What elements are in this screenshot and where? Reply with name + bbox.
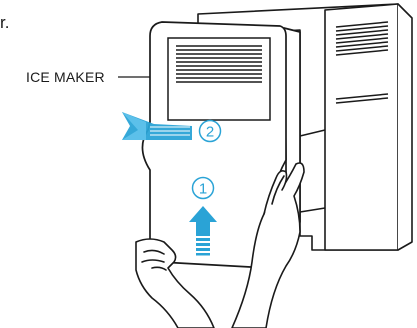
step-1-number: 1	[199, 181, 207, 198]
ice-maker-label: ICE MAKER	[26, 69, 105, 85]
heading-fragment: r.	[0, 13, 9, 32]
step-2-number: 2	[206, 124, 214, 141]
ice-maker-vent	[168, 38, 270, 120]
